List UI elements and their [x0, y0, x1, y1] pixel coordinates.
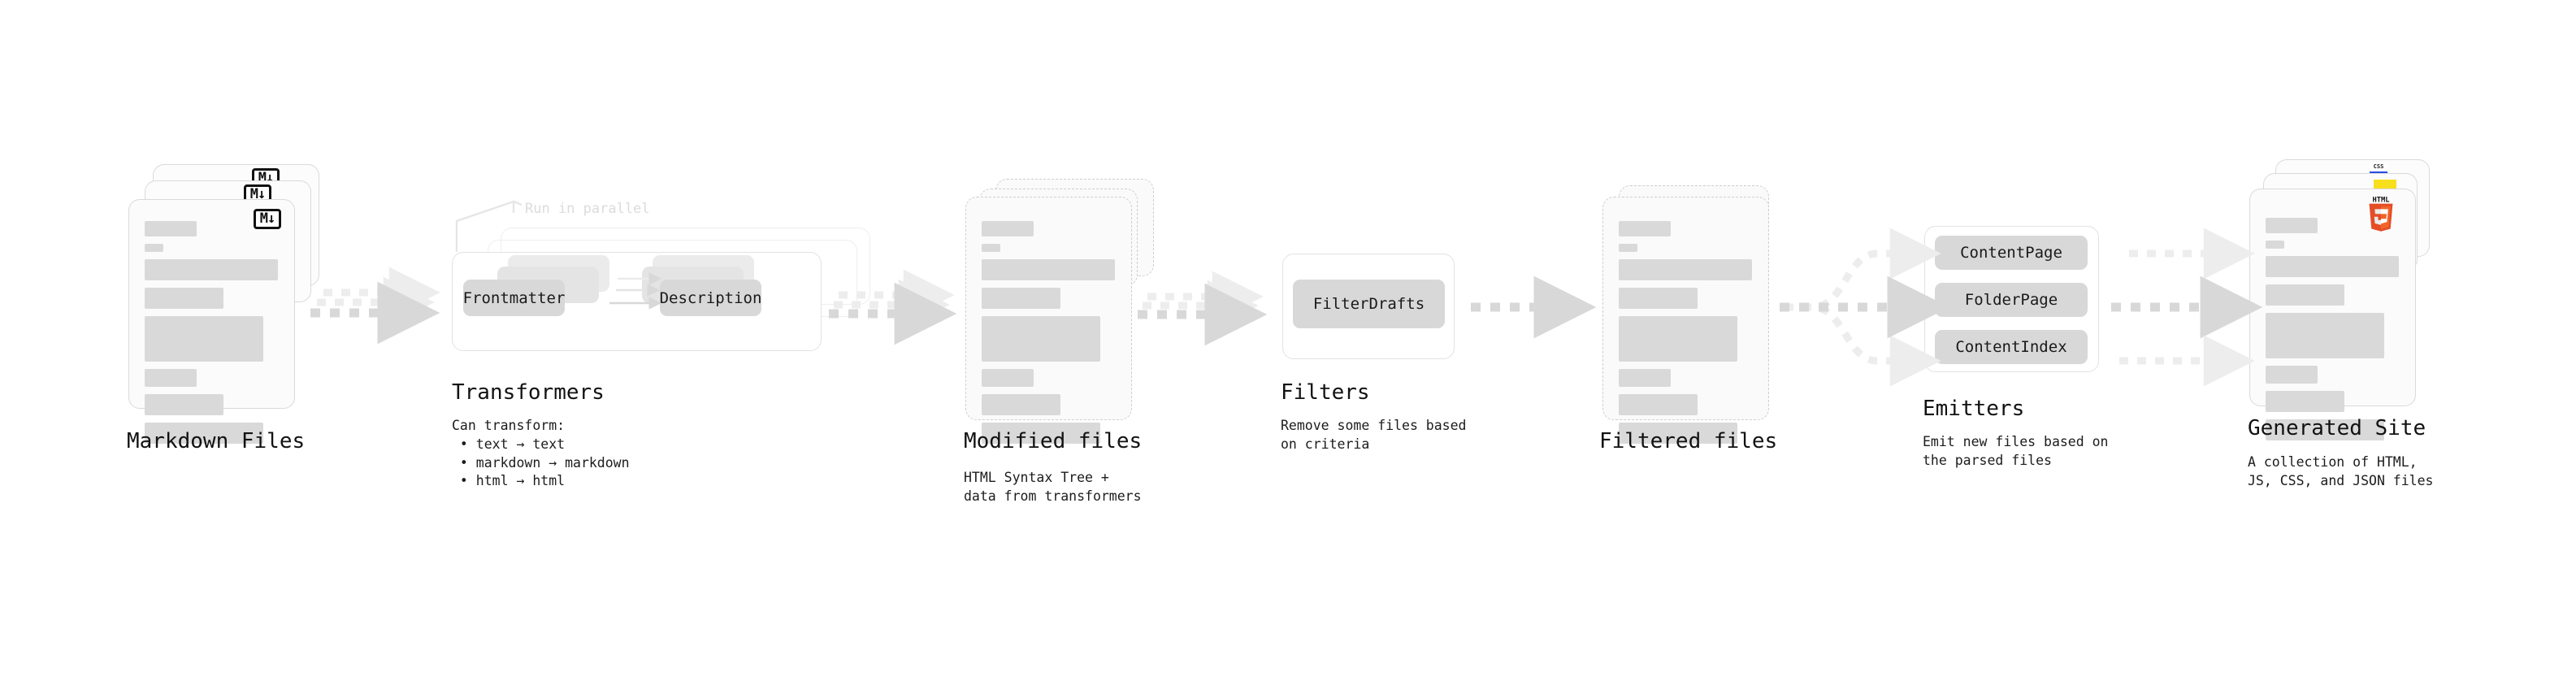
placeholder-bar: [2266, 391, 2344, 412]
placeholder-bar: [1619, 369, 1671, 387]
arrow-modified-to-filters: [1138, 271, 1268, 346]
filtered-files-title: Filtered files: [1599, 429, 1778, 453]
svg-text:HTML: HTML: [2372, 196, 2389, 204]
generated-site-title: Generated Site: [2248, 416, 2426, 440]
placeholder-bar: [982, 423, 1100, 444]
emitters-title: Emitters: [1923, 397, 2025, 421]
placeholder-bar: [2266, 284, 2344, 306]
transformer-pill-frontmatter[interactable]: Frontmatter: [463, 280, 565, 316]
html5-icon: HTML: [2369, 196, 2393, 232]
placeholder-bar: [2266, 366, 2318, 384]
placeholder-bar: [145, 288, 223, 309]
markdown-files-title: Markdown Files: [127, 429, 306, 453]
placeholder-bar: [1619, 394, 1698, 415]
arrow-filtered-to-emitters-fanout: [1780, 228, 1950, 387]
placeholder-bar: [145, 369, 197, 387]
placeholder-bar: [982, 244, 1000, 252]
placeholder-bar: [982, 369, 1034, 387]
emitters-subtitle: Emit new files based on the parsed files: [1923, 434, 2109, 468]
transformer-pill-description[interactable]: Description: [660, 280, 761, 316]
placeholder-bar: [145, 221, 197, 236]
placeholder-bar: [2266, 256, 2399, 277]
placeholder-bar: [1619, 423, 1737, 444]
emitter-pill-contentpage[interactable]: ContentPage: [1935, 236, 2088, 270]
placeholder-bar: [145, 259, 278, 280]
generated-card-content: [2266, 218, 2400, 448]
placeholder-bar: [1619, 316, 1737, 362]
placeholder-bar: [2266, 419, 2384, 440]
placeholder-bar: [145, 316, 263, 362]
placeholder-bar: [1619, 244, 1637, 252]
filter-pill-filterdrafts[interactable]: FilterDrafts: [1293, 280, 1445, 328]
placeholder-bar: [982, 288, 1060, 309]
placeholder-bar: [1619, 259, 1752, 280]
transformers-subtitle: Can transform: • text → text • markdown …: [452, 418, 630, 489]
generated-site-subtitle: A collection of HTML, JS, CSS, and JSON …: [2248, 454, 2434, 488]
modified-card-content: [982, 221, 1116, 451]
transformers-title: Transformers: [452, 380, 605, 405]
emitter-pill-contentindex[interactable]: ContentIndex: [1935, 330, 2088, 364]
placeholder-bar: [1619, 221, 1671, 236]
emitter-pill-folderpage[interactable]: FolderPage: [1935, 283, 2088, 317]
placeholder-bar: [982, 259, 1115, 280]
markdown-badge: M↓: [254, 209, 281, 229]
modified-files-subtitle: HTML Syntax Tree + data from transformer…: [964, 470, 1142, 504]
placeholder-bar: [1619, 288, 1698, 309]
filtered-card-content: [1619, 221, 1753, 451]
placeholder-bar: [2266, 218, 2318, 233]
placeholder-bar: [982, 394, 1060, 415]
placeholder-bar: [982, 316, 1100, 362]
filters-subtitle: Remove some files based on criteria: [1281, 418, 1467, 452]
placeholder-bar: [2266, 313, 2384, 358]
run-in-parallel-annotation: Run in parallel: [525, 201, 650, 217]
markdown-card-content: [145, 221, 279, 451]
css-badge: CSS: [2370, 163, 2387, 174]
modified-files-title: Modified files: [964, 429, 1143, 453]
placeholder-bar: [145, 244, 163, 252]
placeholder-bar: [145, 423, 263, 444]
placeholder-bar: [982, 221, 1034, 236]
arrow-emitters-to-generated: [2111, 228, 2263, 387]
placeholder-bar: [145, 394, 223, 415]
filters-title: Filters: [1281, 380, 1370, 405]
arrow-markdown-to-transformers: [310, 267, 440, 345]
placeholder-bar: [2266, 241, 2284, 249]
